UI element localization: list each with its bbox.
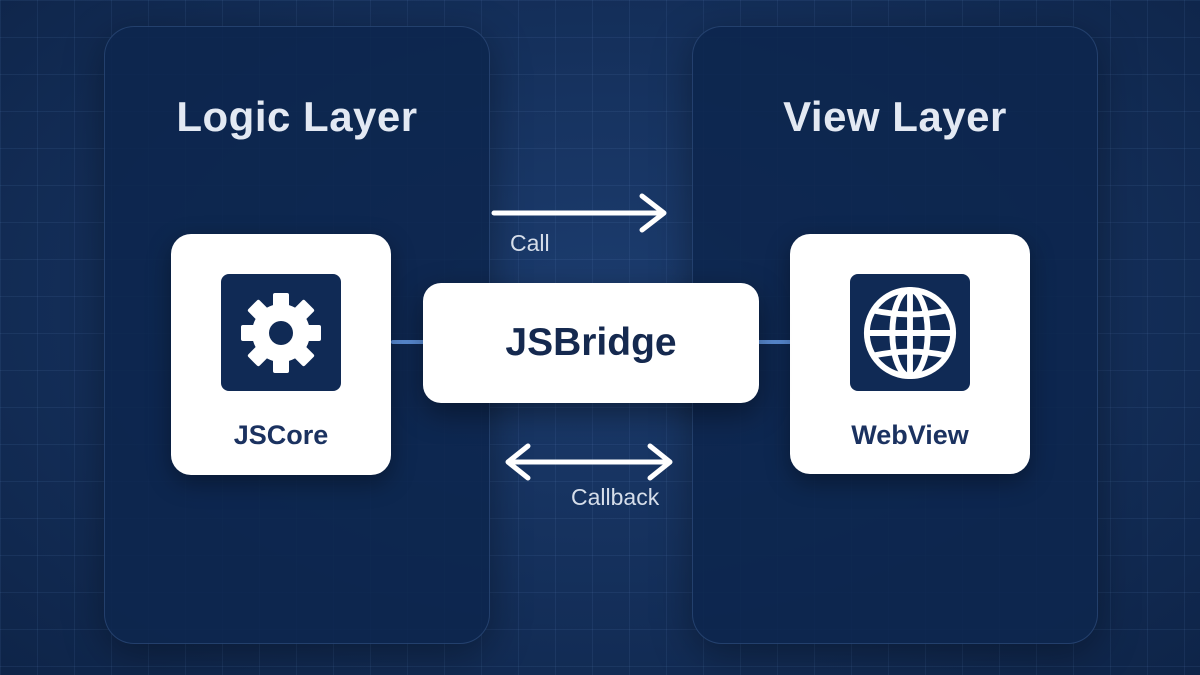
- gear-icon: [221, 274, 341, 391]
- webview-card: WebView: [790, 234, 1030, 474]
- jscore-label: JSCore: [233, 420, 329, 450]
- webview-label: WebView: [851, 420, 969, 450]
- logic-layer-title: Logic Layer: [176, 93, 418, 140]
- call-label: Call: [510, 230, 550, 256]
- view-layer-title: View Layer: [783, 93, 1007, 140]
- globe-icon: [850, 274, 970, 391]
- bridge-webview-connector: [757, 340, 792, 344]
- jscore-bridge-connector: [391, 340, 425, 344]
- callback-label: Callback: [571, 484, 660, 510]
- callback-arrow-icon: [505, 443, 673, 481]
- call-arrow-icon: [491, 193, 667, 233]
- jsbridge-box: JSBridge: [423, 283, 759, 403]
- jsbridge-label: JSBridge: [505, 321, 677, 364]
- jscore-card: JSCore: [171, 234, 391, 475]
